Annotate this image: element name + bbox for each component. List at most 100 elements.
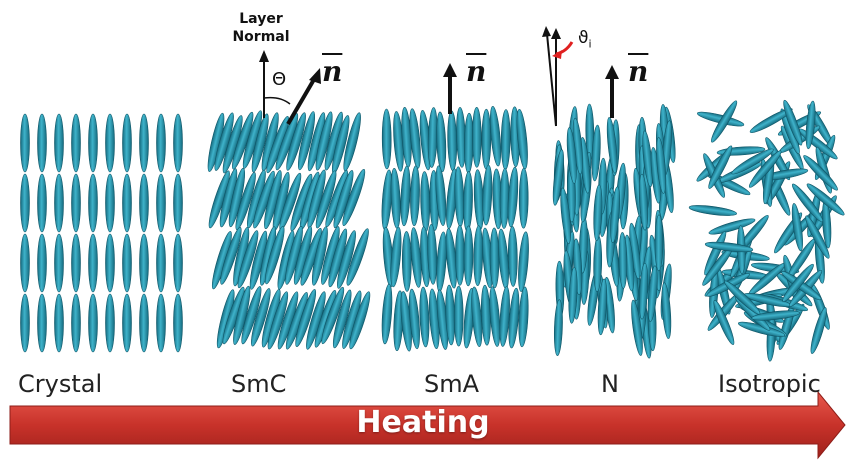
sma-molecule bbox=[481, 108, 492, 170]
nematic-molecule bbox=[568, 267, 578, 324]
crystal-molecule bbox=[139, 293, 149, 353]
smc-molecule bbox=[297, 111, 316, 171]
smc-molecule bbox=[237, 230, 259, 289]
crystal-molecule bbox=[54, 173, 64, 233]
crystal-molecule bbox=[173, 113, 183, 173]
crystal-molecule bbox=[37, 233, 47, 293]
isotropic-molecule bbox=[713, 300, 735, 345]
sma-molecule bbox=[499, 286, 510, 347]
nematic-molecule bbox=[654, 214, 664, 272]
crystal-molecule bbox=[105, 113, 115, 173]
sma-molecule bbox=[409, 108, 421, 169]
theta-angle-arc bbox=[263, 96, 291, 105]
crystal-molecule bbox=[20, 233, 30, 293]
sma-molecule bbox=[420, 171, 431, 232]
crystal-molecule bbox=[88, 173, 98, 233]
crystal-molecule bbox=[105, 293, 115, 353]
sma-molecule bbox=[390, 168, 401, 229]
sma-molecule bbox=[454, 166, 465, 228]
sma-molecule bbox=[473, 225, 484, 286]
isotropic-molecule bbox=[704, 241, 754, 253]
crystal-molecule bbox=[122, 293, 132, 353]
isotropic-molecule bbox=[748, 150, 782, 188]
sma-molecule bbox=[489, 227, 500, 289]
smc-molecule bbox=[321, 286, 345, 345]
crystal-molecule bbox=[173, 233, 183, 293]
smc-molecule bbox=[342, 168, 366, 227]
smc-molecule bbox=[228, 167, 245, 228]
sma-molecule bbox=[508, 287, 520, 349]
smc-molecule bbox=[349, 291, 371, 350]
crystal-molecule bbox=[37, 173, 47, 233]
isotropic-molecule bbox=[783, 99, 803, 146]
smc-director-label: n bbox=[322, 55, 343, 88]
smc-molecule bbox=[295, 289, 317, 347]
nematic-molecule bbox=[606, 117, 618, 174]
crystal-molecule bbox=[88, 233, 98, 293]
crystal-molecule bbox=[71, 173, 81, 233]
smc-molecule bbox=[337, 230, 356, 289]
sma-molecule bbox=[455, 225, 465, 286]
smc-molecule bbox=[267, 291, 289, 350]
crystal-molecule bbox=[37, 113, 47, 173]
isotropic-molecule bbox=[708, 218, 756, 235]
sma-molecule bbox=[401, 231, 412, 292]
sma-molecule bbox=[489, 106, 502, 167]
nematic-molecule bbox=[560, 187, 571, 244]
sma-molecule bbox=[518, 167, 529, 229]
crystal-molecule bbox=[122, 173, 132, 233]
smc-molecule bbox=[332, 289, 352, 349]
crystal-molecule bbox=[139, 233, 149, 293]
smc-molecule bbox=[264, 225, 285, 285]
molecule-axis-line bbox=[546, 33, 557, 127]
nematic-phase bbox=[552, 103, 676, 359]
smc-molecule bbox=[235, 172, 256, 231]
sma-molecule bbox=[390, 226, 402, 288]
nematic-molecule bbox=[566, 127, 577, 184]
sma-molecule bbox=[463, 171, 473, 232]
theta-i-label: ϑi bbox=[578, 28, 592, 50]
sma-molecule bbox=[507, 166, 519, 228]
nematic-director-label: n bbox=[628, 55, 649, 88]
crystal-molecule bbox=[139, 173, 149, 233]
isotropic-molecule bbox=[782, 263, 814, 302]
crystal-molecule bbox=[54, 113, 64, 173]
sma-molecule bbox=[381, 108, 392, 170]
isotropic-molecule bbox=[791, 183, 824, 223]
crystal-molecule bbox=[122, 233, 132, 293]
crystal-molecule bbox=[156, 233, 166, 293]
isotropic-phase bbox=[688, 99, 845, 362]
nematic-molecule bbox=[661, 282, 672, 339]
smc-molecule bbox=[251, 288, 271, 347]
isotropic-molecule bbox=[805, 100, 816, 150]
smc-molecule bbox=[315, 170, 337, 229]
nematic-label: N bbox=[601, 370, 619, 398]
sma-molecule bbox=[500, 109, 511, 170]
crystal-molecule bbox=[20, 113, 30, 173]
theta-i-symbol: ϑ bbox=[578, 28, 589, 48]
isotropic-molecule bbox=[803, 155, 838, 191]
nematic-molecule bbox=[597, 278, 608, 336]
crystal-molecule bbox=[173, 293, 183, 353]
sma-molecule bbox=[447, 110, 458, 172]
smc-molecule bbox=[346, 228, 369, 286]
theta-i-pointer-head bbox=[552, 50, 562, 59]
heating-label: Heating bbox=[356, 405, 490, 440]
nematic-molecule bbox=[553, 299, 563, 356]
sma-director-label: n bbox=[466, 55, 487, 88]
nematic-normal-arrowhead bbox=[551, 28, 561, 39]
nematic-molecule bbox=[656, 137, 667, 194]
sma-molecule bbox=[518, 286, 529, 348]
sma-molecule bbox=[499, 168, 510, 229]
crystal-molecule bbox=[88, 293, 98, 353]
sma-phase bbox=[381, 106, 529, 352]
crystal-molecule bbox=[139, 113, 149, 173]
sma-label: SmA bbox=[424, 370, 480, 398]
nematic-molecule bbox=[631, 299, 643, 356]
sma-molecule bbox=[436, 111, 447, 173]
sma-molecule bbox=[400, 165, 411, 227]
smc-director-arrow bbox=[286, 74, 318, 126]
sma-molecule bbox=[419, 286, 430, 348]
crystal-label: Crystal bbox=[18, 370, 103, 398]
crystal-molecule bbox=[71, 113, 81, 173]
